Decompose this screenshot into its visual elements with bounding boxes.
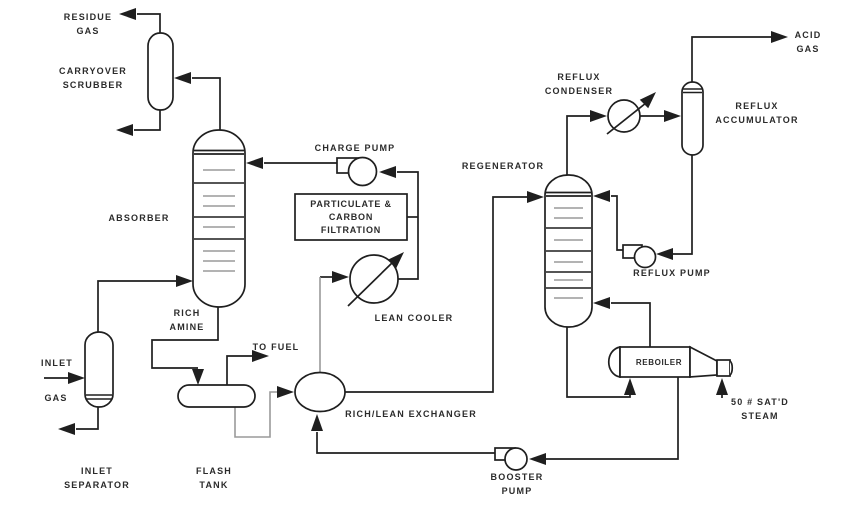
line-reflux-return — [611, 195, 623, 251]
arrow-into-scrubber — [174, 72, 191, 84]
reboiler-cone — [689, 345, 718, 378]
arrow-into-flash-tank — [192, 369, 204, 385]
arrow-vapor-return — [593, 297, 610, 309]
arrow-reflux-return — [593, 190, 610, 202]
reboiler-channel — [716, 359, 731, 377]
equipment — [84, 32, 734, 471]
arrow-into-accumulator — [664, 110, 681, 122]
arrow-inlet-gas — [68, 372, 85, 384]
arrow-into-charge-pump — [379, 166, 396, 178]
reboiler-shell — [619, 346, 691, 378]
flow-lines-light — [234, 277, 321, 438]
flow-lines — [44, 13, 772, 460]
line-reboiler-vapor — [611, 302, 651, 347]
line-regen-overhead — [566, 115, 591, 175]
reflux-pump-symbol — [622, 244, 657, 269]
arrow-into-regenerator-feed — [527, 191, 544, 203]
inlet-separator-vessel — [84, 331, 114, 408]
regenerator-trays-dark — [546, 227, 591, 289]
arrow-residue-gas — [119, 8, 136, 20]
vessel-internals — [86, 88, 702, 400]
line-flashtank-bottoms — [234, 391, 278, 438]
arrow-into-booster-pump — [529, 453, 546, 465]
arrow-into-exchanger-left — [277, 386, 294, 398]
regenerator-top-tray — [546, 191, 591, 197]
arrow-into-exchanger-bottom — [311, 414, 323, 431]
reboiler-end-cap — [729, 360, 734, 376]
line-to-fuel — [226, 355, 252, 385]
arrow-into-reflux-pump — [656, 248, 673, 260]
line-rich-amine — [151, 307, 219, 369]
lean-cooler-diagonal — [347, 261, 394, 307]
line-cooler-to-chargepump — [397, 171, 419, 280]
absorber-trays-dark — [194, 182, 244, 240]
arrow-cooler-diagonal — [387, 252, 404, 269]
reflux-condenser-diagonal — [606, 102, 647, 135]
line-regen-bottoms — [566, 327, 631, 398]
line-acid-gas — [691, 36, 772, 82]
reflux-accumulator-vessel — [681, 81, 704, 156]
booster-pump-casing — [504, 447, 528, 471]
flash-tank-vessel — [177, 384, 256, 408]
charge-pump-symbol — [336, 156, 378, 187]
absorber-top-tray — [194, 149, 244, 155]
reboiler-left-cap — [607, 345, 621, 379]
arrow-to-fuel — [252, 350, 269, 362]
absorber-trays-light — [203, 169, 235, 272]
arrow-steam — [716, 378, 728, 395]
absorber-vessel — [192, 129, 246, 308]
arrow-condenser-diagonal — [639, 92, 656, 109]
arrow-scrubber-bottoms — [116, 124, 133, 136]
arrow-into-absorber-bottom — [176, 275, 193, 287]
filtration-box — [294, 193, 408, 241]
booster-pump-symbol — [494, 447, 528, 471]
line-boosterpump-to-exchanger — [316, 432, 495, 454]
line-scrubber-bottoms — [134, 110, 161, 131]
reboiler-vessel — [607, 345, 734, 379]
lean-cooler-symbol — [349, 254, 399, 304]
reflux-condenser-symbol — [607, 99, 641, 133]
line-absorber-overhead — [192, 77, 221, 130]
arrow-into-cooler — [332, 271, 349, 283]
carryover-scrubber-vessel — [147, 32, 174, 111]
regenerator-trays-light — [554, 207, 583, 299]
arrow-into-reboiler — [624, 378, 636, 395]
line-accumulator-to-refluxpump — [673, 155, 693, 255]
arrow-acid-gas — [771, 31, 788, 43]
separator-demister — [86, 394, 112, 400]
charge-pump-casing — [347, 156, 378, 187]
line-reboiler-to-boosterpump — [546, 377, 679, 460]
line-residue-gas — [137, 13, 161, 33]
line-separator-to-absorber — [97, 280, 176, 332]
accumulator-demister — [683, 88, 702, 94]
line-separator-bottoms — [76, 407, 99, 430]
flow-arrows — [58, 8, 788, 465]
rich-lean-exchanger-symbol — [294, 371, 346, 413]
reflux-pump-casing — [633, 245, 657, 269]
arrow-into-absorber-top — [246, 157, 263, 169]
arrow-into-condenser — [590, 110, 607, 122]
line-rich-to-regenerator — [345, 196, 527, 393]
arrow-separator-bottoms — [58, 423, 75, 435]
